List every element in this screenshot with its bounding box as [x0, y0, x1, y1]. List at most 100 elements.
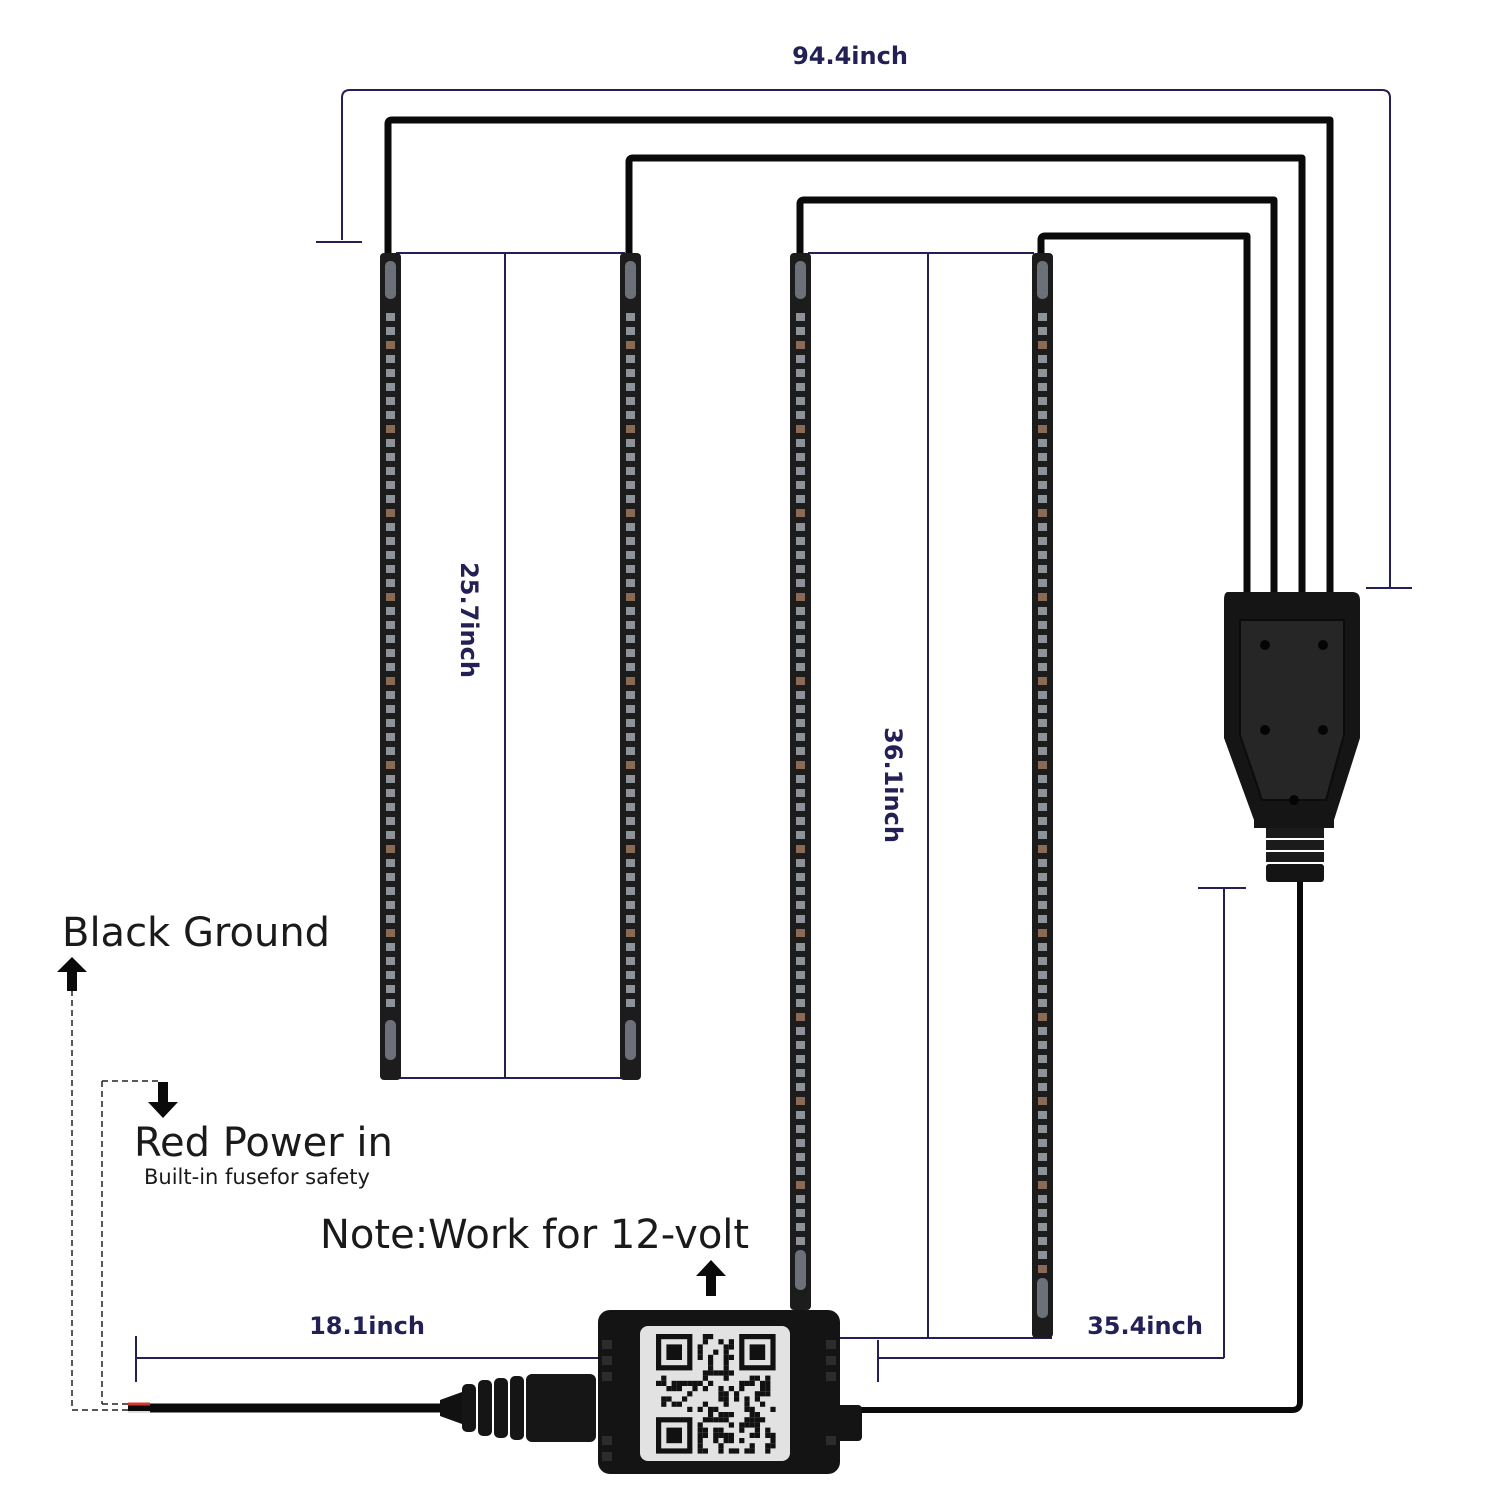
led-chip — [1038, 1111, 1047, 1119]
led-chip — [386, 551, 395, 559]
led-chip — [1038, 341, 1047, 349]
led-chip — [386, 355, 395, 363]
led-chip — [796, 523, 805, 531]
led-chip — [796, 1139, 805, 1147]
led-chip — [796, 411, 805, 419]
arrow-up-icon — [696, 1260, 726, 1296]
led-chip — [386, 733, 395, 741]
short-strip-label: 25.7inch — [455, 562, 483, 678]
total-length-dimension — [316, 89, 1412, 589]
led-strip-1 — [380, 253, 401, 1080]
led-chip — [386, 341, 395, 349]
led-chip — [386, 901, 395, 909]
led-chip — [796, 1041, 805, 1049]
led-chip — [626, 495, 635, 503]
led-chip — [1038, 537, 1047, 545]
led-chip — [796, 1027, 805, 1035]
led-chip — [386, 845, 395, 853]
led-chip — [386, 929, 395, 937]
led-chip — [796, 775, 805, 783]
led-chip — [1038, 719, 1047, 727]
led-chip — [386, 887, 395, 895]
led-chip — [386, 775, 395, 783]
led-chip — [626, 341, 635, 349]
led-chip — [796, 1125, 805, 1133]
led-chip — [796, 1167, 805, 1175]
led-chip — [1038, 999, 1047, 1007]
led-chip — [1038, 1181, 1047, 1189]
led-chip — [386, 579, 395, 587]
led-chip — [796, 509, 805, 517]
led-chip — [796, 341, 805, 349]
led-chip — [796, 1237, 805, 1245]
led-chip — [386, 971, 395, 979]
led-chip — [796, 481, 805, 489]
led-chip — [626, 831, 635, 839]
led-chip — [386, 537, 395, 545]
led-chip — [1038, 971, 1047, 979]
led-chip — [626, 845, 635, 853]
led-chip — [386, 509, 395, 517]
led-chip — [626, 901, 635, 909]
led-chip — [386, 635, 395, 643]
controller-box — [598, 1310, 862, 1474]
led-chip — [626, 789, 635, 797]
led-chip — [1038, 1167, 1047, 1175]
qr-code-icon — [656, 1334, 776, 1454]
led-chip — [1038, 789, 1047, 797]
led-chip — [1038, 481, 1047, 489]
led-chip — [626, 327, 635, 335]
led-chip — [1038, 817, 1047, 825]
connector-cable-dimension — [877, 887, 1246, 1382]
led-chip — [1038, 915, 1047, 923]
power-input-cable — [128, 1374, 596, 1442]
led-chip — [386, 691, 395, 699]
led-chip — [626, 355, 635, 363]
led-chip — [796, 495, 805, 503]
arrow-down-icon — [148, 1082, 178, 1118]
led-chip — [386, 425, 395, 433]
led-chip — [796, 803, 805, 811]
led-chip — [1038, 565, 1047, 573]
power-cable-dimension — [135, 1336, 598, 1382]
led-chip — [796, 369, 805, 377]
led-chip — [1038, 607, 1047, 615]
led-chip — [386, 383, 395, 391]
led-chip — [1038, 1069, 1047, 1077]
led-chip — [796, 943, 805, 951]
wire-strip-1 — [384, 116, 1334, 595]
led-chip — [626, 453, 635, 461]
led-chip — [626, 761, 635, 769]
led-chip — [796, 1209, 805, 1217]
led-chip — [1038, 1265, 1047, 1273]
connector-cable — [840, 882, 1303, 1413]
led-chip — [796, 859, 805, 867]
led-chip — [1038, 1195, 1047, 1203]
led-chip — [626, 425, 635, 433]
long-strip-label: 36.1inch — [879, 727, 907, 843]
power-cable-label: 18.1inch — [309, 1312, 425, 1340]
led-chip — [386, 943, 395, 951]
led-chip — [796, 593, 805, 601]
led-chip — [796, 873, 805, 881]
led-chip — [386, 817, 395, 825]
led-chip — [1038, 887, 1047, 895]
led-chip — [1038, 593, 1047, 601]
led-chip — [386, 663, 395, 671]
led-chip — [626, 537, 635, 545]
led-chip — [796, 537, 805, 545]
led-chip — [796, 817, 805, 825]
led-chip — [796, 845, 805, 853]
connector-cable-label: 35.4inch — [1087, 1312, 1203, 1340]
led-chip — [626, 607, 635, 615]
led-chip — [1038, 929, 1047, 937]
led-chip — [386, 957, 395, 965]
led-chip — [796, 677, 805, 685]
led-chip — [1038, 495, 1047, 503]
led-chip — [386, 481, 395, 489]
led-chip — [1038, 439, 1047, 447]
led-chip — [1038, 901, 1047, 909]
four-way-connector — [1224, 592, 1360, 882]
voltage-note-label: Note:Work for 12-volt — [320, 1212, 749, 1258]
